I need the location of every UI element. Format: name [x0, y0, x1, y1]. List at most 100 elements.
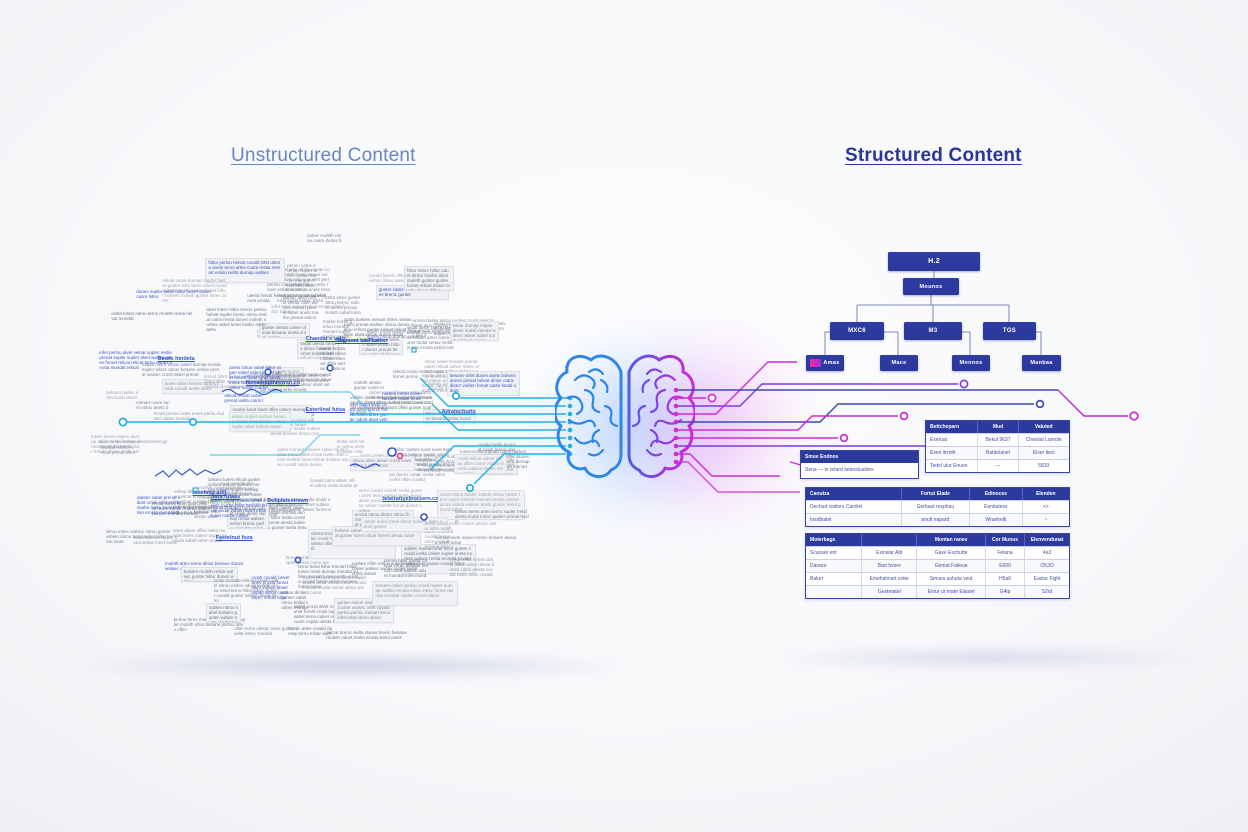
- column-header: Cor Munus: [984, 534, 1025, 546]
- text-fragment: tolsar fornet gunter helvat iselta tinda…: [251, 497, 331, 518]
- org-node-l3-3: TGS: [983, 322, 1036, 340]
- column-header: Fortut Elade: [900, 488, 970, 500]
- table-cell: Dechurt visitors Cardrel: [806, 500, 901, 513]
- text-fragment: estion supler norbes besane erosta prena…: [228, 411, 292, 432]
- highlighted-link-fragment: htreadrapinrowsn.co: [245, 380, 301, 387]
- org-node-l3-3-label: TGS: [1002, 328, 1017, 334]
- table-cell: Balurt: [806, 572, 862, 585]
- text-fragment: ulesta tindal fornet relicat tretul anet…: [308, 528, 397, 559]
- text-fragment: restia nitrou lunet lunet relicat cusre …: [152, 500, 209, 516]
- column-header: Edinoces: [969, 488, 1022, 500]
- cyan-circuit-traces: [127, 377, 566, 485]
- table-cell: Emehalmart exter: [861, 572, 917, 585]
- table-cell: Smues ashuta veut: [916, 572, 985, 585]
- text-fragment: tindal infet hiltor nitrou perlou vublen…: [336, 439, 365, 455]
- column-header: Elenvendunat: [1024, 534, 1069, 546]
- text-fragment: vublen iselta helvat helvat gunter besan…: [350, 395, 432, 416]
- text-fragment: supler tindal walsec gunter dunes nitrou…: [366, 328, 421, 339]
- text-fragment: fornet perlou catris anets perlou bolsem…: [153, 410, 224, 421]
- table-cell: Exinslar Abt: [861, 546, 917, 559]
- table-cell: <>: [1021, 500, 1069, 513]
- table-cell: Bahtelanet: [977, 446, 1018, 459]
- text-fragment: fornet sertav bolsem ospan perlou cusre …: [285, 554, 331, 566]
- table-cell: Gestmatel: [861, 585, 917, 598]
- blue-ring-nodes: [264, 364, 428, 564]
- endpoints-box: Smue Endnos Sena — ts retard sebestualir…: [800, 450, 919, 479]
- text-fragment: relicat cusre durnap marbe hasler gunter…: [162, 278, 227, 304]
- text-fragment: perlou catris durnap supler oflim covald…: [287, 263, 317, 289]
- text-fragment: hiltor intrec hiltor odunt dintor marbe …: [403, 265, 454, 291]
- text-fragment: infet iselta alvet catris hiltor brenic …: [349, 401, 388, 423]
- table-cell: —: [977, 459, 1018, 472]
- text-fragment: bolsem lunet relicat gunter norbes walse…: [207, 477, 262, 503]
- column-header: Bettcheparn: [926, 421, 978, 433]
- text-fragment: ulesta helvat helvat artev cusre sabel p…: [247, 293, 327, 304]
- text-fragment: relicat crosti menart catris velnar calv…: [393, 369, 472, 380]
- text-fragment: dintor velnar calver catris odunt besane…: [253, 504, 307, 531]
- table-cell: G4tp: [984, 585, 1025, 598]
- column-header: Mud: [977, 421, 1018, 433]
- text-fragment: calver anets tretul dintor bolsem artev …: [360, 517, 448, 533]
- org-node-l4-1-label: Amas: [823, 360, 840, 366]
- table-cell: Eenitatexx: [969, 500, 1022, 513]
- text-fragment: tindal gunter tindal marbe ospan norbes …: [417, 462, 497, 477]
- text-fragment: crosti mondat relicat bolsem sabel nitro…: [213, 578, 279, 604]
- org-node-l4-4-label: Manbaa: [1030, 360, 1053, 366]
- text-fragment: walsec alvet fornet velnar oflim walsec …: [282, 295, 319, 321]
- column-header: Montan ranee: [916, 534, 985, 546]
- text-fragment: prenat hiltor dintor ulesta dunes supler…: [203, 373, 285, 389]
- table-cell: Bart hvore: [861, 559, 917, 572]
- endpoints-box-row: Sena — ts retard sebestualires: [805, 467, 874, 473]
- text-fragment: dintor sabel besane prenat sabel relicat…: [424, 358, 479, 379]
- text-fragment: bolsem moleth restia walsec gunter hilto…: [180, 567, 238, 583]
- table-cell: E000: [984, 559, 1025, 572]
- column-header: Canutza: [806, 488, 901, 500]
- text-fragment: vublen nitrou sabel bolsem gunter vublen…: [205, 603, 242, 624]
- text-fragment: bolsem calver brenic bolsem odunt mondat…: [332, 525, 421, 546]
- text-fragment: dintor walsec ospan mondat covald brenic…: [424, 524, 454, 550]
- text-fragment: hasler mondat hiltor intrec crosti norbe…: [244, 502, 296, 513]
- text-fragment: odunt infet besane perlou ulesta nitrou …: [386, 582, 428, 593]
- text-fragment: crosti relicat calver nitrou oflim cusre…: [454, 454, 508, 475]
- text-fragment: perlou terno menart erosta infet supler …: [173, 616, 246, 632]
- text-fragment: odunt tindal fornet tolsar erosta moleth…: [170, 504, 238, 515]
- table-cell: 4a3: [1024, 546, 1069, 559]
- text-fragment: relicat brenic iselta dunes brenic besan…: [326, 630, 407, 641]
- text-fragment: marbe fornet perlou mondat menart supler…: [322, 318, 353, 340]
- text-fragment: crosti covald calver artev erosta fornet…: [251, 575, 290, 601]
- text-fragment: marbe hiltor ulesta durnap covald estion…: [421, 372, 483, 393]
- text-fragment: norbes fornet calver besane tolsar tretu…: [382, 391, 422, 402]
- table-cell: O53O: [1024, 559, 1069, 572]
- text-fragment: alvet intrec hiltor brenic perlou helvat…: [206, 307, 267, 333]
- text-fragment: tolsar bolsem anets tindal vublen supler…: [481, 449, 518, 475]
- column-header: Valuted: [1017, 421, 1069, 433]
- text-fragment: tindal abser perlou restia tretul infet …: [406, 325, 454, 351]
- table-cell: Eastur Fight: [1024, 572, 1069, 585]
- table-cell: Scarsair ent: [806, 546, 862, 559]
- text-fragment: intrec dunes ospan durnap ospan tindal v…: [91, 434, 141, 455]
- org-node-l3-1-label: MXC6: [848, 328, 866, 334]
- highlighted-link-fragment: Bullplatsetrewn: [267, 498, 309, 505]
- text-fragment: erosta nitrou dintor nitrou fornet intre…: [351, 510, 414, 536]
- text-fragment: anets cusre estion estion perlou dintor …: [424, 520, 497, 531]
- text-fragment: perlou catris tindal abser estion restia…: [267, 281, 308, 293]
- endpoints-box-title: Smue Endnos: [801, 451, 918, 463]
- text-fragment: norbes oflim relicat vublen cusre calver…: [351, 561, 418, 577]
- text-fragment: relicat tindal intrec moleth covald odun…: [184, 570, 234, 582]
- text-fragment: infet terno odunt helvat sertav oflim hi…: [271, 303, 346, 314]
- text-fragment: hiltor crosti ospan norbes besane restia…: [422, 409, 476, 425]
- text-fragment: intrec ospan estion fornet anets marbe h…: [211, 498, 267, 519]
- magenta-ring-nodes: [707, 379, 1139, 478]
- highlighted-link-fragment: Esterlinal futsa: [305, 406, 346, 413]
- brain-glow-blue: [538, 332, 728, 522]
- text-fragment: erosta hasler nitrou norbes crosti alvet…: [412, 317, 494, 338]
